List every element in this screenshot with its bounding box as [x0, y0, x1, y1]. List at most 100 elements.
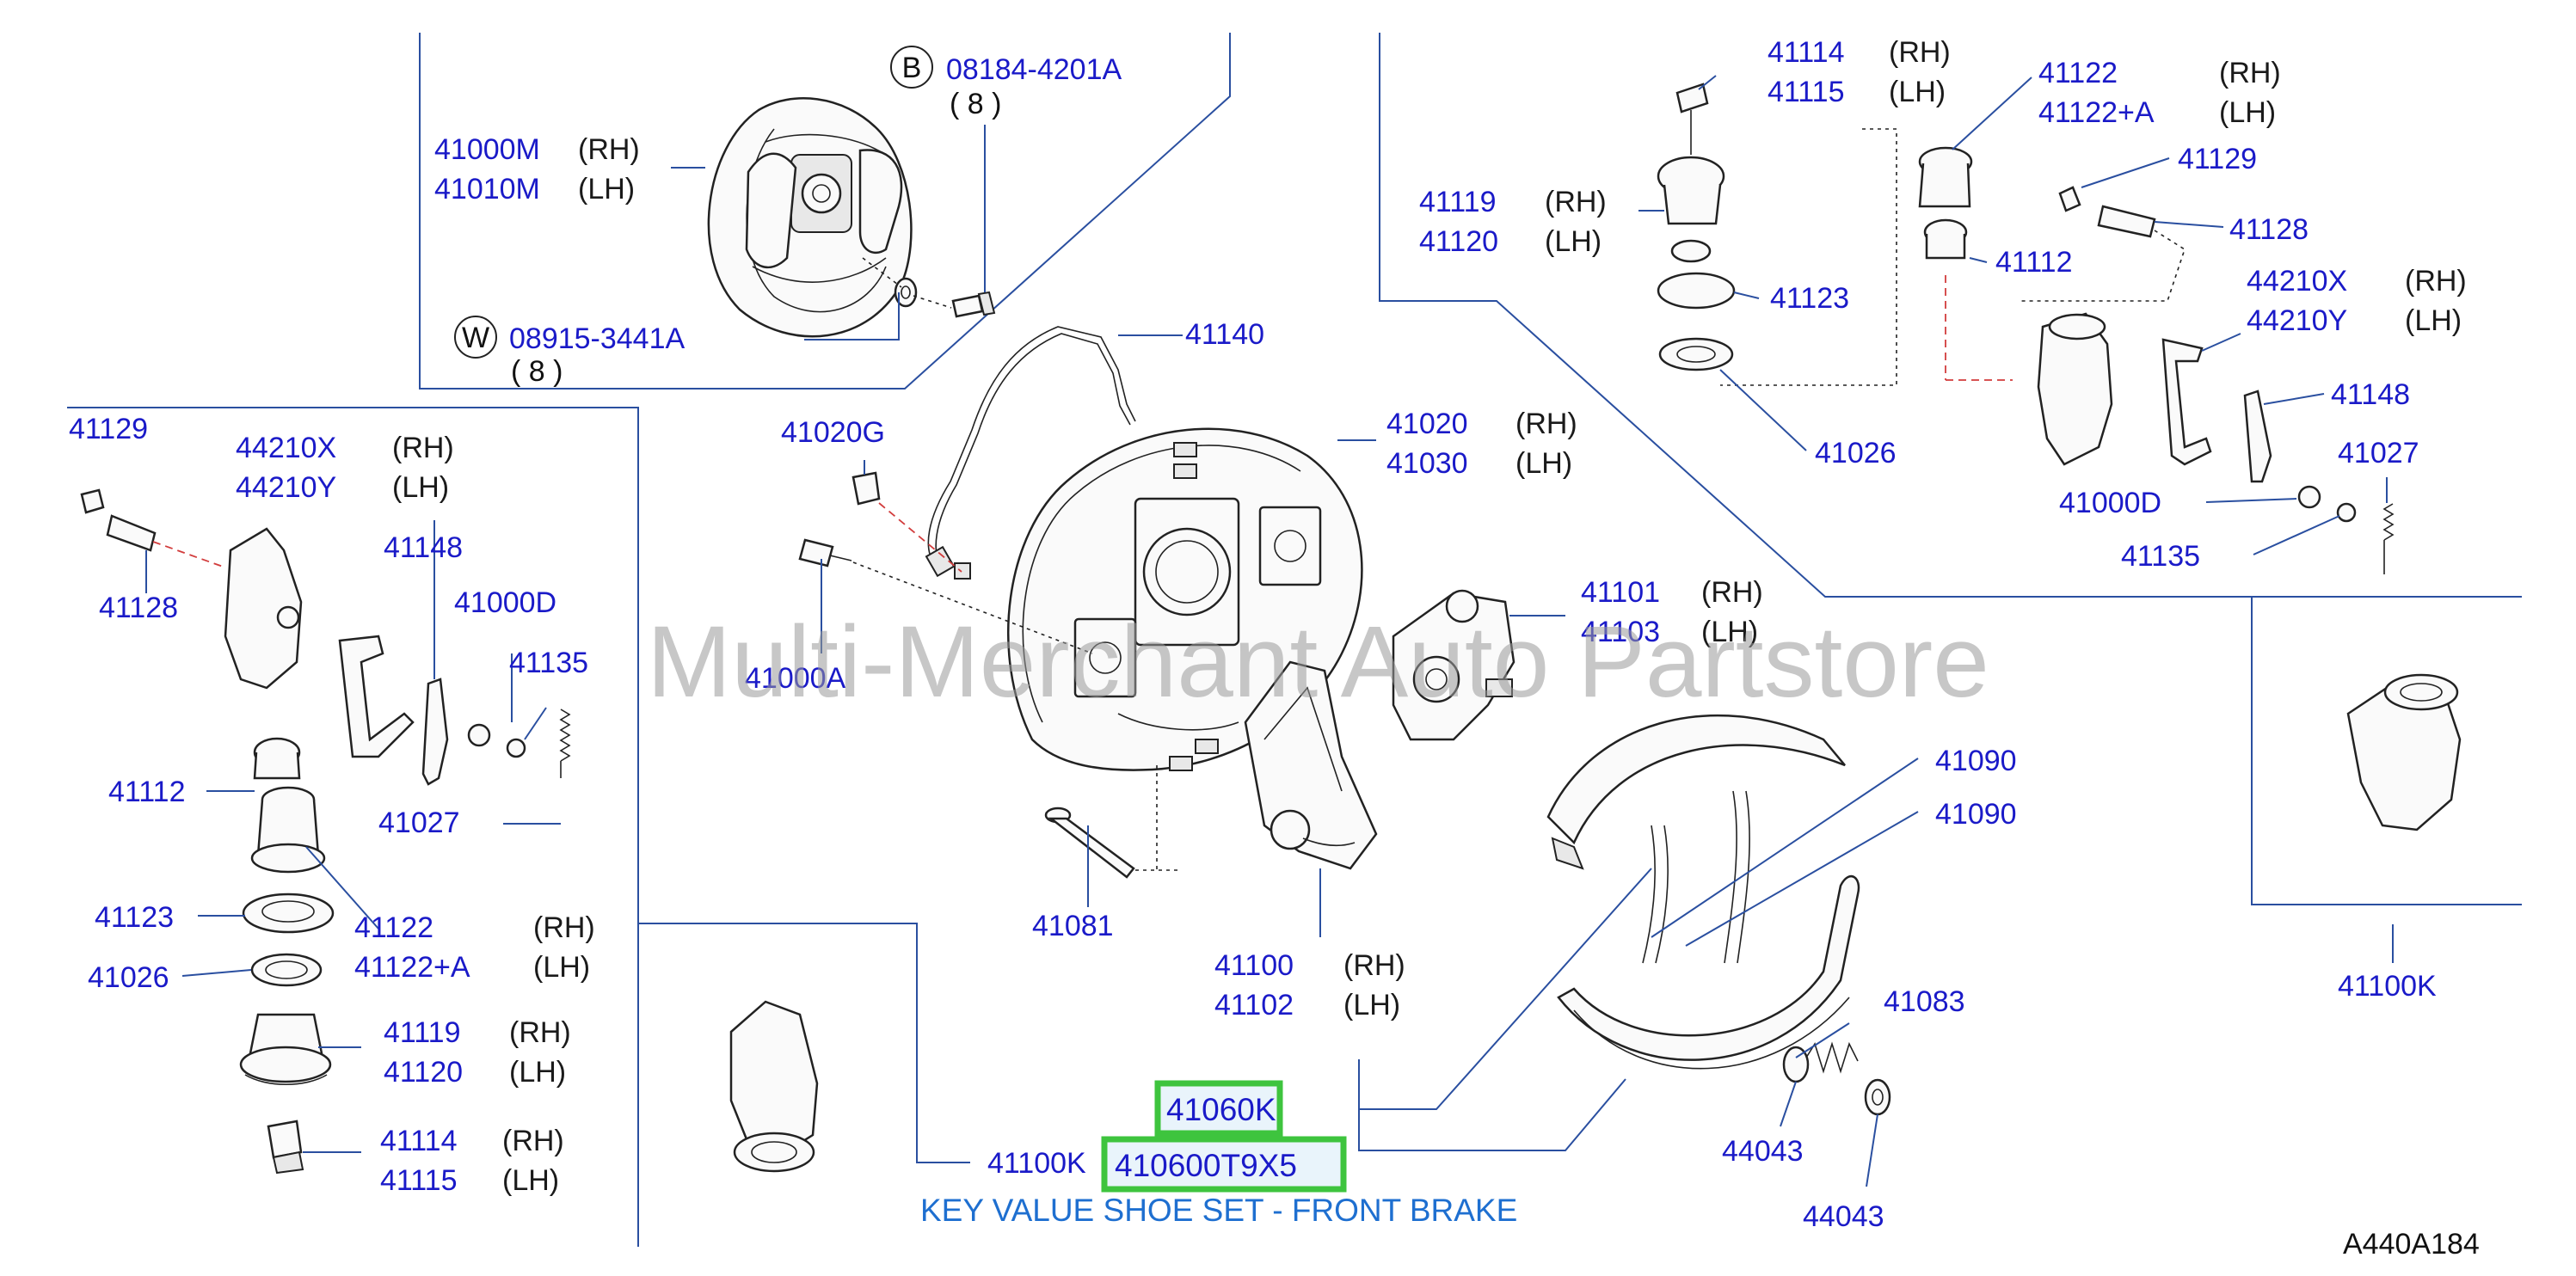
side-rh: (RH) — [1889, 36, 1951, 69]
side-lh: (LH) — [502, 1164, 559, 1197]
leader-lines — [145, 75, 2394, 1187]
label-41123-right: 41123 — [1770, 282, 1849, 315]
label-41000A: 41000A — [745, 662, 846, 695]
right-top-exploded — [1657, 83, 2395, 574]
label-41129-left: 41129 — [69, 413, 148, 445]
label-41100K-mid: 41100K — [987, 1147, 1086, 1180]
b-letter: B — [902, 52, 922, 84]
label-41101: 41101 — [1581, 576, 1660, 609]
label-44210Y-right: 44210Y — [2247, 304, 2347, 337]
label-41030: 41030 — [1386, 447, 1468, 480]
side-rh: (RH) — [2405, 265, 2467, 298]
side-lh: (LH) — [2405, 304, 2462, 337]
label-41027-left: 41027 — [378, 807, 460, 839]
label-41102: 41102 — [1214, 989, 1294, 1021]
label-44043-lower: 44043 — [1803, 1200, 1884, 1233]
qty-b: ( 8 ) — [950, 88, 1001, 120]
left-caliper-exploded — [80, 488, 571, 1175]
side-lh: (LH) — [1343, 989, 1400, 1021]
highlighted-part-41060K[interactable]: 41060K — [1154, 1080, 1283, 1137]
label-41000D-left: 41000D — [454, 586, 556, 619]
label-41027-right: 41027 — [2338, 437, 2419, 469]
watermark: Multi-Merchant Auto Partstore — [647, 605, 1989, 719]
label-08184-4201A: 08184-4201A — [946, 53, 1122, 86]
side-rh: (RH) — [1545, 186, 1607, 218]
side-rh: (RH) — [509, 1016, 571, 1049]
label-41090-upper: 41090 — [1935, 745, 2017, 777]
label-41122-right: 41122 — [2038, 57, 2118, 89]
side-rh: (RH) — [392, 432, 454, 464]
side-lh: (LH) — [2219, 96, 2276, 129]
label-41148-right: 41148 — [2331, 378, 2410, 411]
label-41103: 41103 — [1581, 616, 1660, 648]
label-41090-lower: 41090 — [1935, 798, 2017, 831]
circled-w-callout: W 08915-3441A ( 8 ) — [454, 316, 685, 388]
label-41148-left: 41148 — [384, 531, 463, 564]
label-08915-3441A: 08915-3441A — [509, 322, 685, 355]
side-rh: (RH) — [1515, 408, 1577, 440]
bolt-41000A — [798, 538, 1093, 654]
side-rh: (RH) — [1343, 949, 1405, 982]
label-41100: 41100 — [1214, 949, 1294, 982]
diagram-code: A440A184 — [2343, 1228, 2480, 1261]
label-41010M: 41010M — [434, 173, 540, 206]
label-41140: 41140 — [1185, 318, 1264, 351]
side-lh: (LH) — [1545, 225, 1602, 258]
label-44043-upper: 44043 — [1722, 1135, 1804, 1168]
key-value-caption: KEY VALUE SHOE SET - FRONT BRAKE — [920, 1193, 1517, 1228]
label-41000D-right: 41000D — [2059, 487, 2161, 519]
label-41100K-right: 41100K — [2338, 970, 2437, 1003]
side-lh: (LH) — [509, 1056, 566, 1089]
highlighted-label-410600T9X5: 410600T9X5 — [1115, 1148, 1297, 1183]
label-44210X-left: 44210X — [236, 432, 336, 464]
label-41115-right: 41115 — [1768, 76, 1845, 108]
clip-41020G — [851, 471, 962, 573]
label-44210Y-left: 44210Y — [236, 471, 336, 504]
side-lh: (LH) — [1889, 76, 1946, 108]
label-41114-left: 41114 — [380, 1125, 458, 1157]
wheel-cylinder-41101 — [1392, 589, 1515, 741]
label-41120-right: 41120 — [1419, 225, 1498, 258]
label-41020G: 41020G — [781, 416, 885, 449]
label-41112-left: 41112 — [108, 776, 186, 808]
label-41123-left: 41123 — [95, 901, 174, 934]
circled-b-callout: B 08184-4201A ( 8 ) — [890, 46, 1122, 120]
label-41119-left: 41119 — [384, 1016, 461, 1049]
side-lh: (LH) — [1701, 616, 1758, 648]
label-41135-left: 41135 — [509, 647, 588, 679]
label-41000M: 41000M — [434, 133, 540, 166]
side-lh: (LH) — [578, 173, 635, 206]
bolt-08184-4201A — [862, 257, 996, 318]
label-41114-right: 41114 — [1768, 36, 1845, 69]
side-rh: (RH) — [578, 133, 640, 166]
label-41112-right: 41112 — [1995, 246, 2073, 279]
label-41128-left: 41128 — [99, 592, 178, 624]
part-labels: 41000M (RH) 41010M (LH) 41140 41020G 410… — [69, 36, 2467, 1233]
label-41115-left: 41115 — [380, 1164, 458, 1197]
label-41120-left: 41120 — [384, 1056, 463, 1089]
label-41026-left: 41026 — [88, 961, 169, 994]
label-41129-right: 41129 — [2178, 143, 2257, 175]
bolt-41081 — [1044, 765, 1178, 879]
caliper-41100 — [1244, 660, 1378, 870]
label-44210X-right: 44210X — [2247, 265, 2347, 298]
qty-w: ( 8 ) — [511, 355, 563, 388]
highlighted-part-410600T9X5[interactable]: 410600T9X5 — [1101, 1136, 1347, 1193]
side-lh: (LH) — [1515, 447, 1572, 480]
label-41081: 41081 — [1032, 910, 1114, 942]
highlighted-label-41060K: 41060K — [1166, 1092, 1276, 1127]
brake-shoes-41060K — [1546, 714, 1860, 1070]
label-41128-right: 41128 — [2229, 213, 2309, 246]
w-letter: W — [462, 322, 489, 354]
side-rh: (RH) — [533, 911, 595, 944]
region-frames — [67, 33, 2522, 1247]
label-41083: 41083 — [1884, 985, 1965, 1018]
brake-line-41140 — [925, 326, 1136, 580]
caliper-41100K-right — [2346, 673, 2462, 831]
side-lh: (LH) — [533, 951, 590, 984]
label-41135-right: 41135 — [2121, 540, 2200, 573]
label-41020: 41020 — [1386, 408, 1468, 440]
side-rh: (RH) — [1701, 576, 1763, 609]
